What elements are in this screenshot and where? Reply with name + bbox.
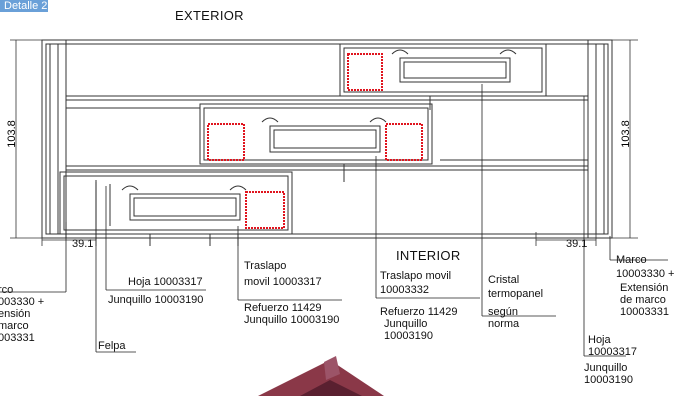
marco-left-line-3: ensión	[0, 308, 31, 320]
cristal-line-1: Cristal	[488, 274, 520, 286]
glass-unit-middle	[269, 125, 381, 153]
cristal-line-4: norma	[488, 318, 520, 330]
junquillo-left-label: Junquillo 10003190	[108, 294, 204, 306]
refuerzo-fijo-line-1: Refuerzo 11429	[244, 302, 322, 314]
dim-width-right-value: 39.1	[566, 238, 588, 250]
traslapo-fijo-line-1: Traslapo	[244, 260, 287, 272]
dim-height-right: 103.8	[619, 120, 632, 148]
outer-frame	[41, 39, 613, 239]
marco-right-line-5: 10003331	[620, 306, 669, 318]
dim-width-left-value: 39.1	[72, 238, 94, 250]
sash-bottom	[59, 171, 293, 235]
reinforcement-mid-left	[207, 123, 245, 161]
marco-right-line-3: Extensión	[620, 282, 669, 294]
glass-unit-bottom	[129, 193, 241, 221]
glass-unit-top	[399, 57, 511, 83]
dim-height-left: 103.8	[5, 120, 18, 148]
marco-right-line-1: Marco	[616, 254, 647, 266]
cristal-line-3: según	[488, 306, 518, 318]
refuerzo-movil-line-3: 10003190	[384, 330, 433, 342]
sash-middle	[199, 103, 433, 165]
hoja-right-line-1: Hoja	[588, 334, 611, 346]
marco-left-line-5: 003331	[0, 332, 35, 344]
sash-top	[339, 43, 547, 97]
exterior-title: EXTERIOR	[175, 8, 244, 23]
reinforcement-bottom	[245, 191, 285, 229]
hoja-right-line-4: 10003190	[584, 374, 633, 386]
reinforcement-top	[347, 53, 383, 91]
hoja-right-line-3: Junquillo	[584, 362, 628, 374]
marco-left-line-4: marco	[0, 320, 29, 332]
traslapo-movil-line-2: 10003332	[380, 284, 429, 296]
marco-left-line-2: 003330 +	[0, 296, 45, 308]
detail-tag: Detalle 2	[0, 0, 48, 12]
refuerzo-fijo-line-2: Junquillo 10003190	[244, 314, 340, 326]
marco-right-line-4: de marco	[620, 294, 666, 306]
cristal-line-2: termopanel	[488, 288, 544, 300]
marco-right-line-2: 10003330 +	[616, 268, 675, 280]
decorative-roof-icon	[258, 356, 384, 396]
felpa-label: Felpa	[98, 340, 126, 352]
hoja-left-label: Hoja 10003317	[128, 276, 203, 288]
refuerzo-movil-line-2: Junquillo	[384, 318, 428, 330]
marco-left-line-1: rco	[0, 284, 14, 296]
interior-title: INTERIOR	[396, 248, 461, 263]
reinforcement-mid-right	[385, 123, 423, 161]
refuerzo-movil-line-1: Refuerzo 11429	[380, 306, 458, 318]
outer-frame-inner	[45, 43, 609, 235]
left-frame-column	[41, 39, 67, 239]
right-frame-column	[587, 39, 613, 239]
traslapo-fijo-line-2: movil 10003317	[244, 276, 322, 288]
traslapo-movil-line-1: Traslapo movil	[380, 270, 452, 282]
hoja-right-line-2: 10003317	[588, 346, 637, 358]
